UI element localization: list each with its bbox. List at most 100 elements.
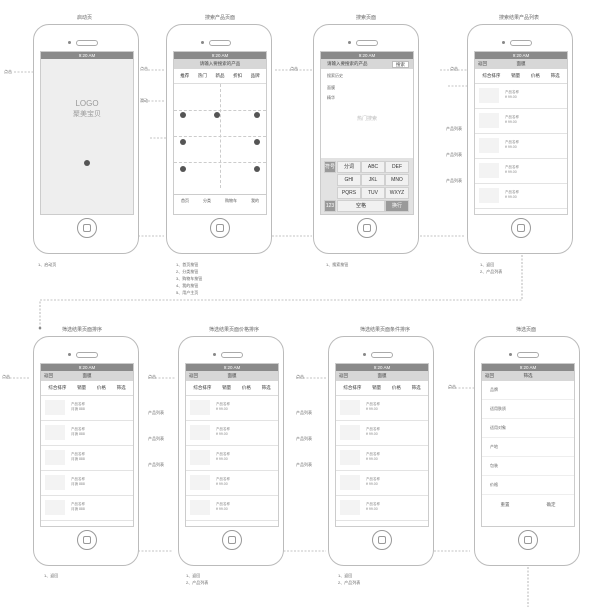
list-item[interactable]: 产品名称¥ 99.00 — [186, 471, 278, 496]
home-button[interactable] — [77, 530, 97, 550]
tab-2[interactable]: 新品 — [215, 73, 225, 78]
hotspot-marker — [254, 112, 260, 118]
bottom-tab-me[interactable]: 我的 — [251, 198, 259, 203]
key-enter[interactable]: 换行 — [385, 200, 409, 212]
filter-tab[interactable]: 价格 — [241, 385, 251, 390]
home-button[interactable] — [77, 218, 97, 238]
key-symbol[interactable]: 符号 — [324, 161, 336, 173]
key[interactable]: JKL — [361, 174, 385, 186]
key[interactable]: GHI — [337, 174, 361, 186]
filter-tab[interactable]: 销量 — [372, 385, 382, 390]
filter-tab[interactable]: 价格 — [530, 73, 540, 78]
list-item[interactable]: 产品名称¥ 99.00 — [475, 134, 567, 159]
filter-option[interactable]: 包装 — [482, 457, 574, 476]
back-button[interactable]: 返回 — [485, 373, 494, 378]
list-item[interactable]: 产品名称月销 888 — [41, 446, 133, 471]
filter-option[interactable]: 价格 — [482, 476, 574, 495]
list-item[interactable]: 产品名称¥ 99.00 — [336, 496, 428, 521]
list-item[interactable]: 产品名称月销 888 — [41, 496, 133, 521]
search-button[interactable]: 搜索 — [392, 61, 409, 68]
filter-tab[interactable]: 销量 — [77, 385, 87, 390]
bottom-tab-cart[interactable]: 购物车 — [225, 198, 237, 203]
home-button[interactable] — [357, 218, 377, 238]
list-item[interactable]: 产品名称¥ 99.00 — [186, 496, 278, 521]
camera-icon — [509, 353, 512, 356]
key-123[interactable]: 123 — [324, 200, 336, 212]
status-bar: 9:20 AM — [186, 364, 278, 371]
filter-tab[interactable]: 筛选 — [116, 385, 126, 390]
speaker-grille — [221, 352, 243, 358]
filter-tab[interactable]: 综合排序 — [482, 73, 501, 78]
speaker-grille — [209, 40, 231, 46]
history-item[interactable]: 精华 — [327, 95, 335, 100]
product-grid — [174, 84, 266, 194]
list-item[interactable]: 产品名称月销 888 — [41, 421, 133, 446]
back-button[interactable]: 返回 — [44, 373, 53, 378]
tab-4[interactable]: 品牌 — [250, 73, 260, 78]
back-button[interactable]: 返回 — [478, 61, 487, 66]
side-note: 产品列表 — [148, 436, 164, 441]
list-item[interactable]: 产品名称¥ 99.00 — [475, 184, 567, 209]
confirm-button[interactable]: 确定 — [546, 502, 556, 507]
list-item[interactable]: 产品名称¥ 99.00 — [475, 159, 567, 184]
search-bar[interactable]: 请输入要搜索的产品 — [174, 59, 266, 69]
filter-tab[interactable]: 价格 — [96, 385, 106, 390]
status-bar: 9:20 AM — [321, 52, 413, 59]
result-navbar: 返回 面膜 — [186, 371, 278, 381]
filter-tab[interactable]: 价格 — [391, 385, 401, 390]
bottom-tab-category[interactable]: 分类 — [203, 198, 211, 203]
key[interactable]: DEF — [385, 161, 409, 173]
home-button[interactable] — [222, 530, 242, 550]
camera-icon — [68, 353, 71, 356]
list-item[interactable]: 产品名称¥ 99.00 — [475, 84, 567, 109]
home-button[interactable] — [372, 530, 392, 550]
filter-option[interactable]: 产地 — [482, 438, 574, 457]
back-button[interactable]: 返回 — [339, 373, 348, 378]
key[interactable]: 分词 — [337, 161, 361, 173]
reset-button[interactable]: 重置 — [500, 502, 510, 507]
home-button[interactable] — [511, 218, 531, 238]
filter-tab[interactable]: 销量 — [222, 385, 232, 390]
list-item[interactable]: 产品名称¥ 99.00 — [186, 396, 278, 421]
list-item[interactable]: 产品名称¥ 99.00 — [336, 446, 428, 471]
key[interactable]: PQRS — [337, 187, 361, 199]
filter-option[interactable]: 适用肤质 — [482, 400, 574, 419]
list-item[interactable]: 产品名称¥ 99.00 — [475, 109, 567, 134]
list-item[interactable]: 产品名称月销 888 — [41, 471, 133, 496]
key[interactable]: TUV — [361, 187, 385, 199]
list-item[interactable]: 产品名称¥ 99.00 — [336, 396, 428, 421]
list-item[interactable]: 产品名称¥ 99.00 — [336, 471, 428, 496]
history-item[interactable]: 面膜 — [327, 85, 335, 90]
home-button[interactable] — [518, 530, 538, 550]
filter-option[interactable]: 品牌 — [482, 381, 574, 400]
key[interactable]: MNO — [385, 174, 409, 186]
result-navbar: 返回 面膜 — [336, 371, 428, 381]
back-button[interactable]: 返回 — [189, 373, 198, 378]
result-navbar: 返回 面膜 — [41, 371, 133, 381]
hotspot-marker — [84, 160, 90, 166]
filter-tab[interactable]: 综合排序 — [48, 385, 67, 390]
key-space[interactable]: 空格 — [337, 200, 385, 212]
list-item[interactable]: 产品名称月销 888 — [41, 396, 133, 421]
filter-tab[interactable]: 筛选 — [550, 73, 560, 78]
list-item[interactable]: 产品名称¥ 99.00 — [186, 446, 278, 471]
key[interactable]: ABC — [361, 161, 385, 173]
tab-0[interactable]: 推荐 — [180, 73, 190, 78]
bottom-tab-home[interactable]: 首页 — [181, 198, 189, 203]
filter-tab[interactable]: 综合排序 — [343, 385, 362, 390]
list-item[interactable]: 产品名称¥ 99.00 — [186, 421, 278, 446]
filter-tab[interactable]: 筛选 — [411, 385, 421, 390]
phone-splash: 9:20 AM LOGO 聚美宝贝 — [33, 24, 139, 254]
tab-3[interactable]: 折扣 — [233, 73, 243, 78]
filter-tab[interactable]: 销量 — [511, 73, 521, 78]
filter-tab[interactable]: 筛选 — [261, 385, 271, 390]
filter-tab[interactable]: 综合排序 — [193, 385, 212, 390]
list-item[interactable]: 产品名称¥ 99.00 — [336, 421, 428, 446]
tab-1[interactable]: 热门 — [197, 73, 207, 78]
condition-sort-screen: 9:20 AM 返回 面膜 综合排序 销量 价格 筛选 产品名称¥ 99.00 … — [335, 363, 429, 527]
filter-option[interactable]: 适用对象 — [482, 419, 574, 438]
search-bar[interactable]: 请输入要搜索的产品 搜索 — [321, 59, 413, 69]
home-button[interactable] — [210, 218, 230, 238]
side-note: 产品列表 — [296, 436, 312, 441]
key[interactable]: WXYZ — [385, 187, 409, 199]
